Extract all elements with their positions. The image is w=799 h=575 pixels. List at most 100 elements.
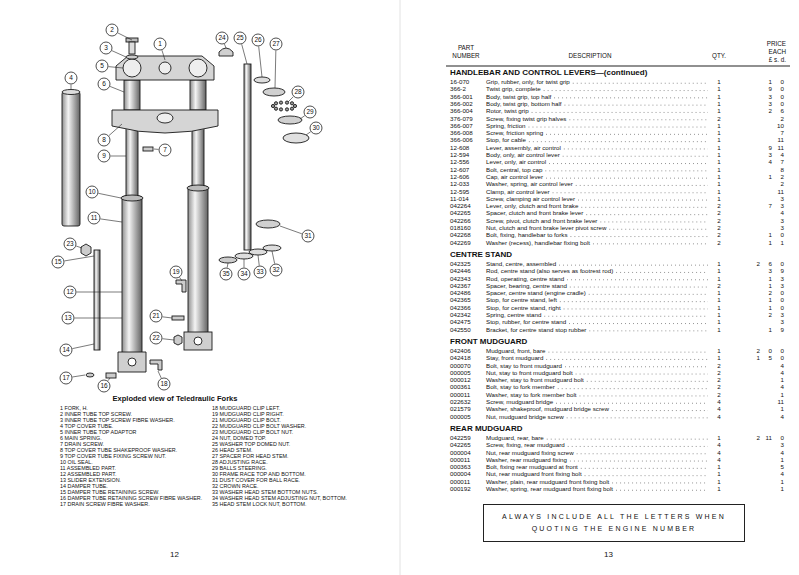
part-description: Stop, for cable: [486, 136, 526, 143]
price-cell: 4: [781, 362, 784, 369]
part-number: 000011: [450, 456, 470, 463]
inner-tube-left: [126, 128, 138, 198]
tube-end: [62, 90, 80, 95]
mudguard-clip: [176, 280, 186, 292]
part-description: Spacer, bearing, centre stand: [486, 282, 567, 289]
parts-key-entry: 11 ASSEMBLED PART.: [60, 465, 206, 471]
parts-key-entry: 24 NUT, DOMED TOP.: [212, 435, 376, 441]
callout-number: 12: [60, 287, 80, 297]
part-description: Washer, rear mudguard fixing: [486, 456, 567, 463]
callout-number: 32: [266, 265, 286, 275]
dot-leader: [589, 294, 708, 295]
callout-number: 30: [306, 123, 326, 133]
leader-line: [75, 318, 123, 319]
dot-leader: [546, 178, 708, 179]
dot-leader: [549, 352, 708, 353]
dot-leader: [570, 287, 708, 288]
screw-shank: [129, 42, 135, 54]
dot-leader: [549, 163, 708, 164]
dot-leader: [565, 366, 708, 367]
quantity: 2: [711, 224, 727, 231]
leader-line: [109, 124, 122, 136]
parts-key-entry: 19 MUDGUARD CLIP RIGHT.: [212, 411, 376, 417]
cover-right: [190, 80, 206, 110]
price-cell: 3: [781, 217, 784, 224]
dot-leader: [616, 272, 708, 273]
damper-tube: [94, 250, 100, 350]
fork-part: [52, 24, 322, 392]
leader-line: [258, 255, 259, 266]
dot-leader: [565, 105, 708, 106]
price-cell: 11: [766, 434, 772, 441]
leader-line: [275, 50, 277, 88]
figure-caption: Exploded view of Teledraulic Forks: [45, 394, 305, 403]
quantity: 1: [711, 289, 727, 296]
quantity: 1: [711, 267, 727, 274]
price-cell: 2: [757, 434, 760, 441]
dot-leader: [576, 374, 708, 375]
price-cell: 4: [781, 383, 784, 390]
callout-number: 9: [94, 151, 114, 161]
parts-key-entry: 2 INNER TUBE TOP SCREW.: [60, 411, 206, 417]
quantity: 4: [711, 398, 727, 405]
slider-left: [122, 196, 142, 356]
parts-key-entry: 23 MUDGUARD CLIP BOLT NUT.: [212, 429, 376, 435]
dot-leader: [580, 395, 708, 396]
callout-number: 6: [94, 79, 114, 89]
parts-key-entry: 9 TOP COVER TUBE FIXING SCREW NUT.: [60, 453, 206, 459]
price-cell: 0: [781, 100, 784, 107]
price-cell: 9: [769, 85, 772, 92]
callout-number: 33: [250, 267, 270, 277]
fork-part: [274, 107, 277, 110]
quantity: 2: [711, 115, 727, 122]
dot-leader: [558, 388, 708, 389]
leader-line: [280, 226, 302, 234]
part-number: 042325: [450, 260, 471, 267]
part-description: Bolt, stay to front mudguard: [486, 362, 562, 369]
domed-nut-top: [219, 48, 233, 56]
price-cell: 2: [757, 260, 760, 267]
quantity: 4: [711, 441, 727, 448]
dot-leader: [616, 490, 708, 491]
price-cell: 3: [769, 100, 772, 107]
part-number: 042418: [450, 354, 471, 361]
leader-line: [72, 375, 85, 377]
dot-leader: [571, 236, 708, 237]
part-number: 042550: [450, 326, 471, 333]
frame-race: [278, 116, 302, 124]
part-description: Washer, plain, rear mudguard front fixin…: [486, 478, 609, 485]
quantity: 1: [711, 180, 727, 187]
price-cell: 0: [781, 260, 784, 267]
part-description: Washer (recess), handlebar fixing bolt: [486, 239, 590, 246]
dot-leader: [532, 112, 708, 113]
dot-leader: [573, 83, 708, 84]
dot-leader: [581, 468, 708, 469]
callout-number: 28: [288, 87, 308, 97]
quantity: 1: [711, 122, 727, 129]
price-cell: 4: [781, 209, 784, 216]
column-header: QTY.: [705, 52, 733, 60]
part-number: 000361: [450, 383, 471, 390]
price-cell: 4: [781, 413, 784, 420]
part-number: 366-001: [450, 93, 473, 100]
quantity: 1: [711, 195, 727, 202]
leader-line: [306, 132, 311, 135]
slider-right: [188, 186, 208, 336]
callout-number: 27: [266, 39, 286, 49]
part-description: Body, twist grip, bottom half: [486, 100, 562, 107]
price-cell: 2: [769, 311, 772, 318]
price-cell: 4: [781, 369, 784, 376]
dot-leader: [576, 185, 708, 186]
price-cell: 3: [781, 311, 784, 318]
callout-number: 29: [300, 107, 320, 117]
part-number: 042259: [450, 434, 471, 441]
price-cell: 3: [781, 195, 784, 202]
callout-number: 8: [94, 135, 114, 145]
price-cell: 0: [781, 289, 784, 296]
oil-seal: [187, 185, 209, 191]
price-cell: 0: [781, 347, 784, 354]
part-description: Body, only, air control lever: [486, 151, 560, 158]
leader-line: [288, 97, 293, 102]
